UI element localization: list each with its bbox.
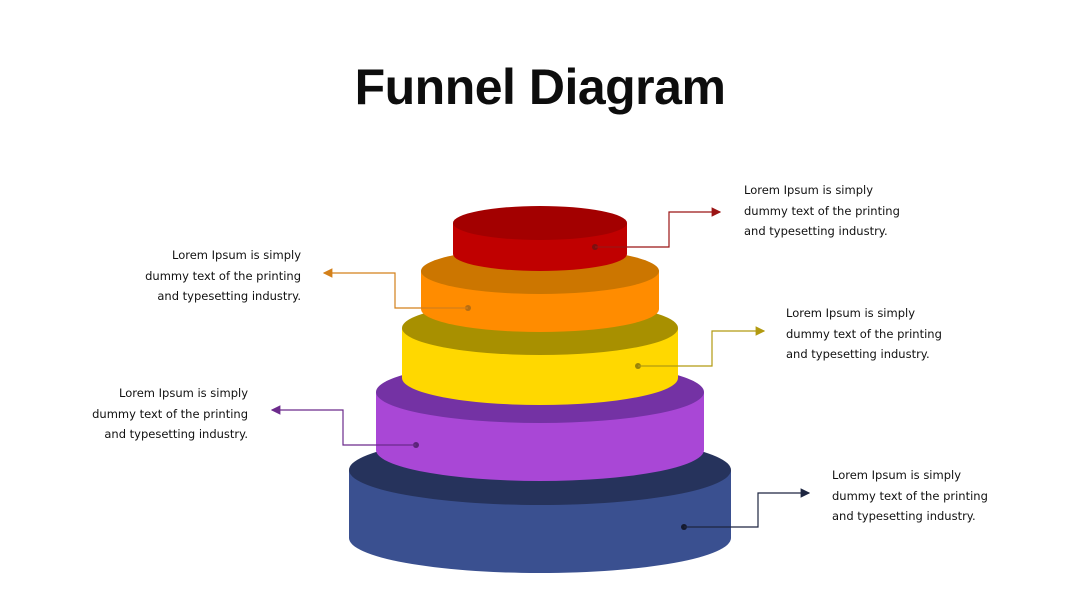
- note-level-1: Lorem Ipsum is simply dummy text of the …: [744, 180, 1004, 242]
- connector-line: [595, 207, 722, 248]
- funnel-level-1: [453, 206, 627, 271]
- note-line: dummy text of the printing: [92, 406, 248, 421]
- page-title: Funnel Diagram: [354, 59, 726, 115]
- note-level-3: Lorem Ipsum is simply dummy text of the …: [786, 303, 1046, 365]
- connector-level-5: [681, 488, 811, 530]
- note-line: and typesetting industry.: [786, 347, 930, 361]
- note-level-2: Lorem Ipsum is simply dummy text of the …: [41, 245, 301, 307]
- note-line: dummy text of the printing: [145, 268, 301, 283]
- note-line: dummy text of the printing: [744, 203, 900, 218]
- note-line: Lorem Ipsum is simply: [171, 248, 301, 262]
- connector-line: [270, 405, 416, 446]
- note-line: Lorem Ipsum is simply: [786, 306, 916, 320]
- connector-level-4: [270, 405, 419, 448]
- note-line: Lorem Ipsum is simply: [744, 183, 874, 197]
- connector-line: [322, 268, 468, 309]
- connector-level-3: [635, 326, 766, 369]
- connector-line: [684, 488, 811, 528]
- connector-level-1: [592, 207, 722, 250]
- note-line: and typesetting industry.: [832, 509, 976, 523]
- note-level-5: Lorem Ipsum is simply dummy text of the …: [832, 465, 1072, 527]
- note-line: and typesetting industry.: [744, 224, 888, 238]
- connector-line: [638, 326, 766, 367]
- note-line: dummy text of the printing: [786, 326, 942, 341]
- note-line: Lorem Ipsum is simply: [118, 386, 248, 400]
- funnel-level-1-top: [453, 206, 627, 240]
- note-line: dummy text of the printing: [832, 488, 988, 503]
- connector-level-2: [322, 268, 471, 311]
- note-line: and typesetting industry.: [157, 289, 301, 303]
- note-line: and typesetting industry.: [104, 427, 248, 441]
- note-line: Lorem Ipsum is simply: [832, 468, 962, 482]
- note-level-4: Lorem Ipsum is simply dummy text of the …: [0, 383, 248, 445]
